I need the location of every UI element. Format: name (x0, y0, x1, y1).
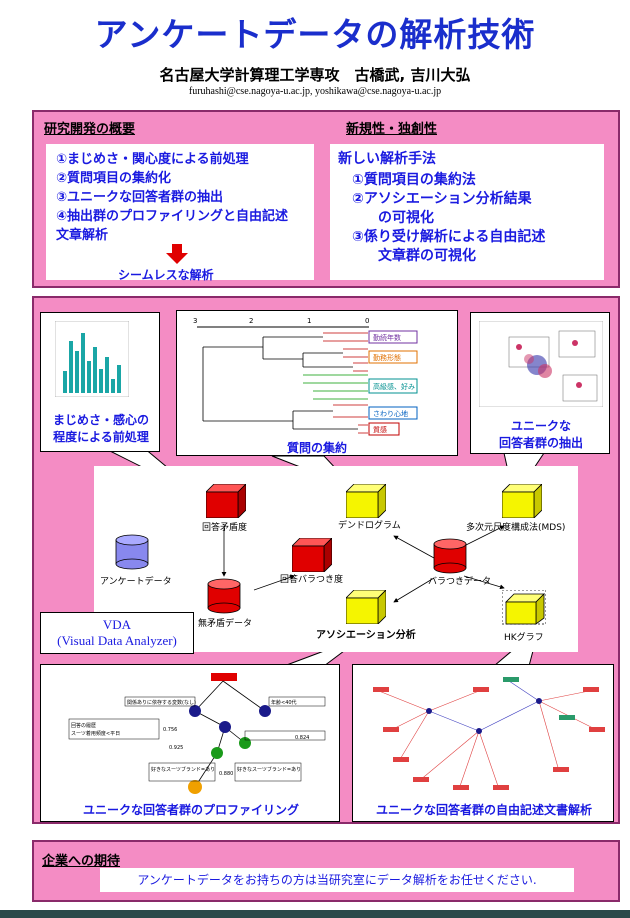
mds-node-label: 多次元尺度構成法(MDS) (466, 523, 566, 533)
unique-caption: ユニークな 回答者群の抽出 (498, 419, 583, 450)
profile-caption: ユニークな回答者群のプロファイリング (82, 803, 299, 817)
preprocess-caption: まじめさ・感心の 程度による前処理 (52, 413, 149, 444)
novelty-item: ①質問項目の集約法 (352, 172, 476, 188)
freetext-box: ユニークな回答者群の自由記述文書解析 (352, 664, 614, 822)
dendro-axis-label: 2 (249, 317, 253, 325)
hk-graph-node-icon (502, 590, 546, 625)
profile-label: 関係ありに依存する変数(なし) (127, 699, 196, 706)
method-panel: まじめさ・感心の 程度による前処理 3 2 1 0 勤続年数 勤務形態 高級感、… (32, 296, 620, 824)
dendrogram-node-icon (346, 484, 386, 518)
contradiction-data-label: 無矛盾データ (198, 619, 253, 629)
overview-item: ③ユニークな回答者群の抽出 (56, 190, 224, 205)
expectation-heading: 企業への期待 (42, 854, 121, 869)
dendrogram-box: 3 2 1 0 勤続年数 勤務形態 高級感、好み さわり心地 質感 質問の集約 (176, 310, 458, 456)
overview-panel: 研究開発の概要 新規性・独創性 ①まじめさ・関心度による前処理 ②質問項目の集約… (32, 110, 620, 288)
dendro-legend: 勤続年数 (373, 333, 401, 342)
mds-scatter-thumbnail (479, 321, 603, 407)
seamless-label: シームレスな解析 (118, 268, 214, 282)
page-title: アンケートデータの解析技術 (94, 15, 536, 54)
profile-label: スーツ着用頻度<平日 (71, 730, 120, 737)
flow-arrows (221, 525, 505, 603)
variance-degree-icon (292, 538, 332, 572)
dendrogram-chart: 3 2 1 0 勤続年数 勤務形態 高級感、好み さわり心地 質感 (193, 317, 418, 436)
expectation-box: アンケートデータをお持ちの方は当研究室にデータ解析をお任せください. (100, 868, 574, 892)
overview-item: ④抽出群のプロファイリングと自由記述 (56, 209, 289, 224)
overview-item: 文章解析 (56, 228, 109, 243)
survey-data-label: アンケートデータ (100, 577, 172, 587)
novelty-item: ③係り受け解析による自由記述 (352, 229, 546, 245)
novelty-item: 文章群の可視化 (378, 248, 476, 264)
profiling-box: 関係ありに依存する変数(なし) 年齢<40代 回答の履歴 スーツ着用頻度<平日 … (40, 664, 340, 822)
answer-degree-icon (206, 484, 246, 518)
profile-label: 0.756 (163, 727, 177, 733)
profile-label: 0.925 (169, 745, 183, 751)
expectation-text: アンケートデータをお持ちの方は当研究室にデータ解析をお任せください. (137, 873, 537, 887)
down-arrow-icon (166, 244, 188, 270)
mds-box: ユニークな 回答者群の抽出 (470, 312, 610, 454)
overview-item: ①まじめさ・関心度による前処理 (56, 152, 249, 167)
bottom-strip (0, 910, 630, 918)
overview-box: ①まじめさ・関心度による前処理 ②質問項目の集約化 ③ユニークな回答者群の抽出 … (46, 144, 314, 282)
hk-graph-node-label: HKグラフ (504, 633, 544, 643)
vda-label-box: VDA (Visual Data Analyzer) (40, 612, 194, 654)
dendro-axis-label: 3 (193, 317, 197, 325)
novelty-lead: 新しい解析手法 (338, 151, 436, 167)
profile-label: 好きなスーツブランド=あり (237, 766, 301, 773)
freetext-caption: ユニークな回答者群の自由記述文書解析 (375, 803, 592, 817)
contradiction-data-icon (207, 578, 241, 614)
profile-label: 好きなスーツブランド=あり (151, 766, 215, 773)
novelty-item: ②アソシエーション分析結果 (352, 191, 532, 207)
vda-subtitle: (Visual Data Analyzer) (57, 633, 177, 648)
answer-degree-label: 回答矛盾度 (202, 523, 248, 533)
association-node-icon (346, 590, 386, 624)
authors: 名古屋大学計算理工学専攻 古橋武, 吉川大弘 (159, 66, 471, 84)
dendro-legend: 質感 (373, 425, 387, 434)
dendro-legend: 高級感、好み (373, 382, 415, 391)
overview-heading: 研究開発の概要 (44, 122, 136, 137)
emails: furuhashi@cse.nagoya-u.ac.jp, yoshikawa@… (188, 86, 442, 97)
mds-node-icon (502, 484, 542, 518)
profile-label: 年齢<40代 (271, 699, 297, 706)
expectation-panel: 企業への期待 アンケートデータをお持ちの方は当研究室にデータ解析をお任せください… (32, 840, 620, 902)
association-node-label: アソシエーション分析 (316, 630, 416, 641)
variance-degree-label: 回答バラつき度 (280, 575, 344, 585)
dendro-axis-label: 0 (365, 317, 369, 325)
vda-title: VDA (102, 617, 132, 632)
novelty-heading: 新規性・独創性 (346, 122, 438, 137)
dendro-legend: さわり心地 (373, 409, 408, 418)
novelty-item: の可視化 (378, 210, 434, 226)
dendro-legend: 勤務形態 (373, 353, 401, 362)
preprocess-box: まじめさ・感心の 程度による前処理 (40, 312, 160, 452)
variance-data-icon (433, 538, 467, 574)
survey-data-icon (115, 534, 149, 570)
overview-item: ②質問項目の集約化 (56, 171, 172, 186)
aggregate-caption: 質問の集約 (286, 441, 347, 455)
profile-label: 回答の履歴 (71, 722, 96, 729)
association-graph: 関係ありに依存する変数(なし) 年齢<40代 回答の履歴 スーツ着用頻度<平日 … (68, 673, 326, 794)
hk-graph-thumbnail (373, 677, 605, 790)
novelty-box: 新しい解析手法 ①質問項目の集約法 ②アソシエーション分析結果 の可視化 ③係り… (330, 144, 604, 280)
dendrogram-node-label: デンドログラム (338, 521, 401, 531)
dendro-axis-label: 1 (307, 317, 311, 325)
profile-label: 0.824 (295, 735, 309, 741)
histogram-thumbnail (55, 321, 129, 397)
profile-label: 0.880 (219, 771, 233, 777)
variance-data-label: バラつきデータ (428, 577, 492, 587)
